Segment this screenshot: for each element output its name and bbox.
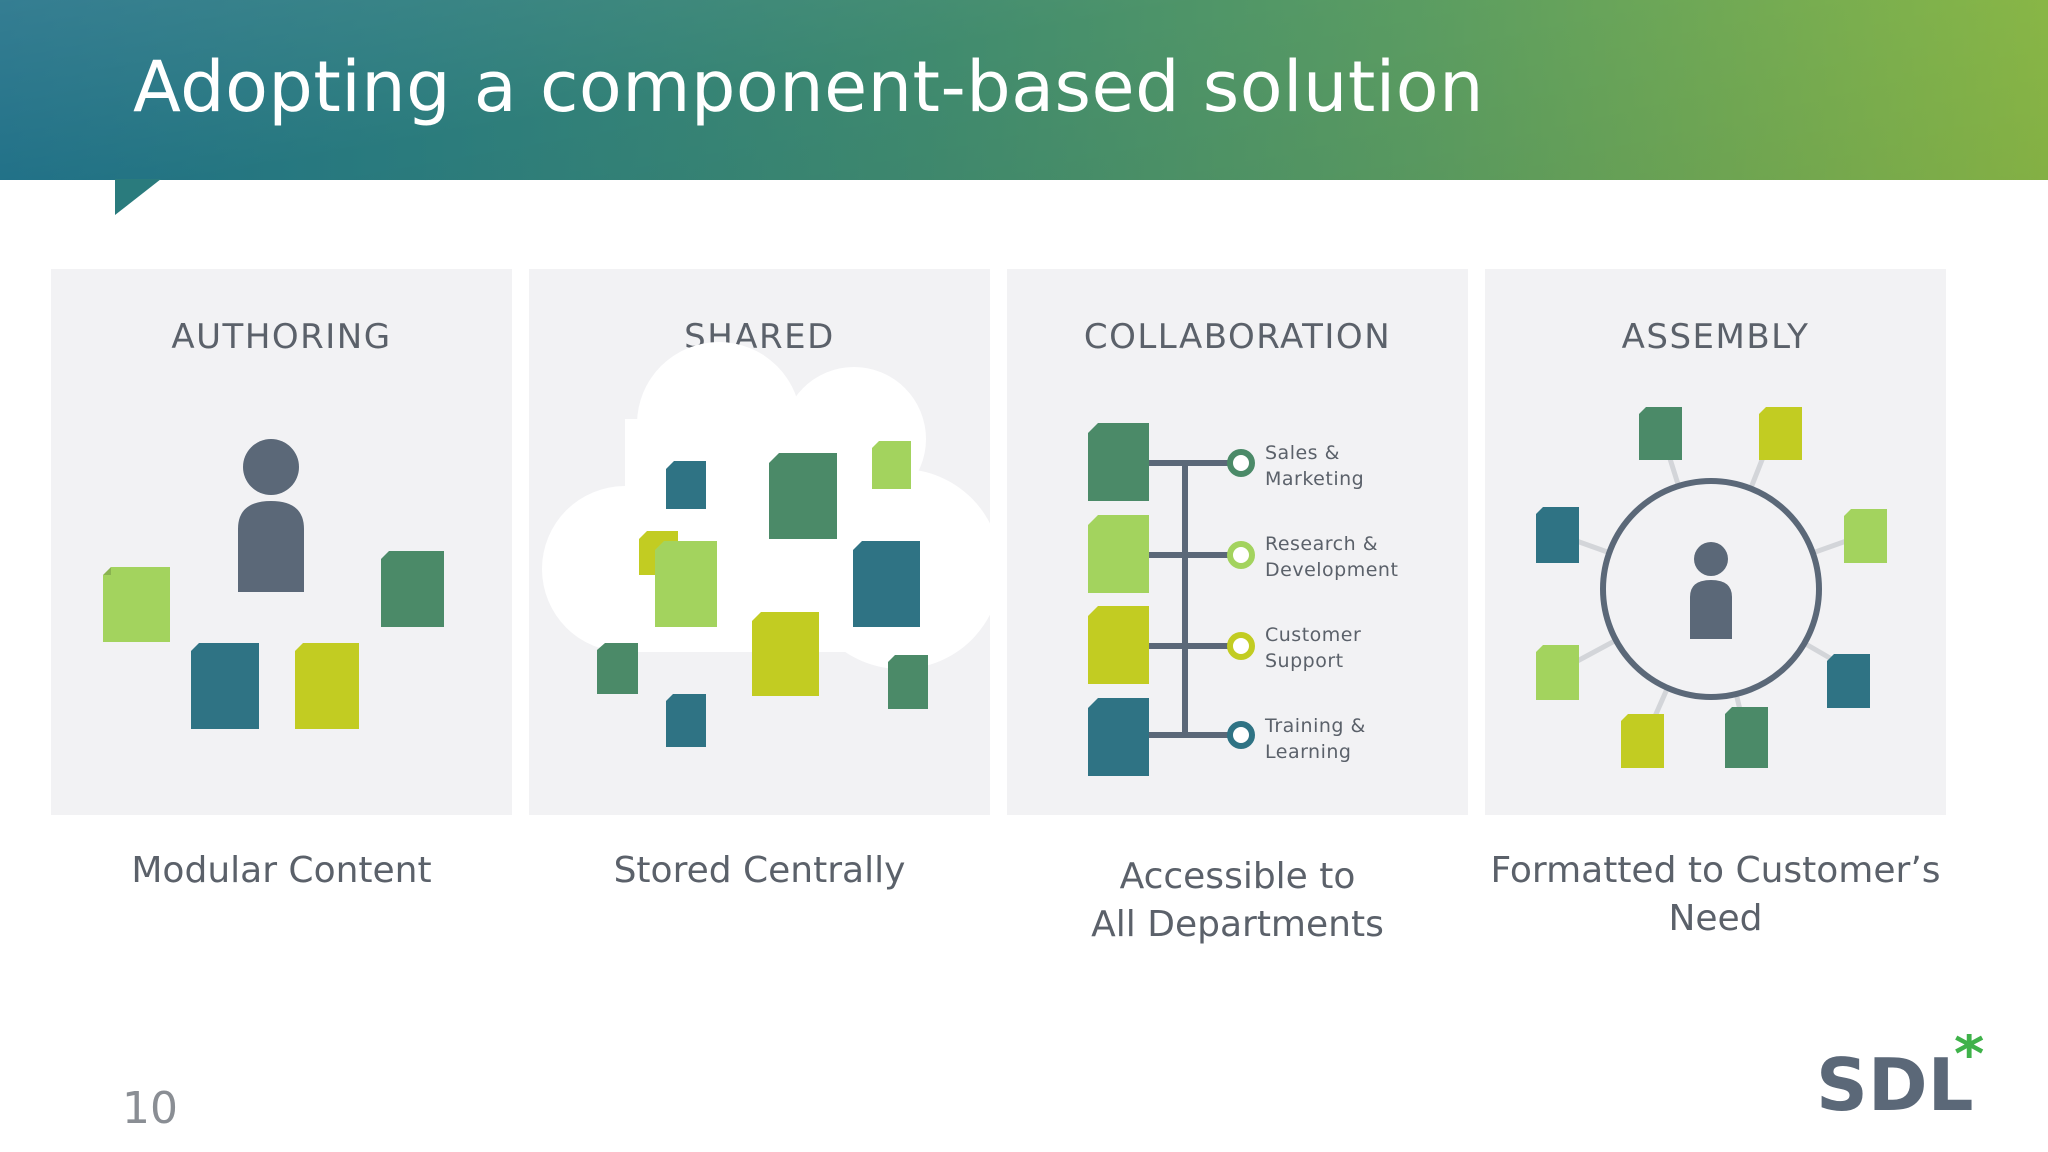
document-icon [381,551,444,627]
department-label: Learning [1265,741,1352,763]
document-icon [752,612,819,696]
node-ring-icon [1227,449,1255,477]
document-icon [1621,714,1664,768]
node-ring-icon [1227,632,1255,660]
department-label: Customer [1265,624,1361,646]
document-icon [1759,407,1802,460]
slide-title: Adopting a component-based solution [133,46,1484,128]
caption-collaboration: Accessible to All Departments [1007,853,1468,949]
document-icon [1639,407,1682,460]
document-icon [666,694,706,747]
document-icon [888,655,928,709]
caption-line: Accessible to [1119,856,1356,897]
sdl-logo: SDL * [1816,1034,1984,1114]
page-number: 10 [122,1083,178,1134]
caption-authoring: Modular Content [131,850,432,891]
department-label: Development [1265,559,1398,581]
document-icon [295,643,359,729]
document-icon [666,461,706,509]
document-icon [597,643,638,694]
panel-assembly: ASSEMBLY [1485,269,1946,815]
assembly-illustration [1536,407,1887,768]
document-icon [655,541,717,627]
logo-star-icon: * [1954,1034,1984,1088]
document-icon [103,567,170,642]
department-label: Support [1265,650,1344,672]
document-icon [1827,654,1870,708]
document-icon [1536,645,1579,700]
document-icon [191,643,259,729]
document-icon [1088,423,1149,501]
document-icon [769,453,837,539]
document-icon [1844,509,1887,563]
department-label: Training & [1264,715,1366,737]
person-icon [1690,542,1732,639]
panel-collaboration: COLLABORATION Sales & Marketing Research… [1007,269,1468,815]
document-icon [1088,698,1149,776]
title-banner [0,0,2048,180]
department-label: Sales & [1265,442,1340,464]
logo-text: SDL [1816,1043,1974,1114]
person-icon [238,439,304,592]
collaboration-illustration: Sales & Marketing Research & Development… [1088,423,1398,776]
caption-line: Need [1668,898,1763,939]
panel-heading-assembly: ASSEMBLY [1621,317,1810,357]
department-label: Marketing [1265,468,1364,490]
document-icon [1088,606,1149,684]
document-icon [872,441,911,489]
panel-authoring: AUTHORING [51,269,512,815]
title-banner-tail [115,179,161,215]
caption-shared: Stored Centrally [613,850,906,891]
panel-heading-authoring: AUTHORING [171,317,392,357]
document-icon [1536,507,1579,563]
panel-shared: SHARED [529,269,990,815]
node-ring-icon [1227,721,1255,749]
document-icon [1088,515,1149,593]
authoring-illustration [103,439,444,729]
shared-illustration [542,342,990,747]
caption-assembly: Formatted to Customer’s Need [1485,847,1946,943]
document-icon [853,541,920,627]
caption-line: Formatted to Customer’s [1490,850,1941,891]
caption-line: All Departments [1091,904,1384,945]
department-label: Research & [1265,533,1378,555]
panel-heading-collaboration: COLLABORATION [1083,317,1392,357]
node-ring-icon [1227,541,1255,569]
document-icon [1725,707,1768,768]
